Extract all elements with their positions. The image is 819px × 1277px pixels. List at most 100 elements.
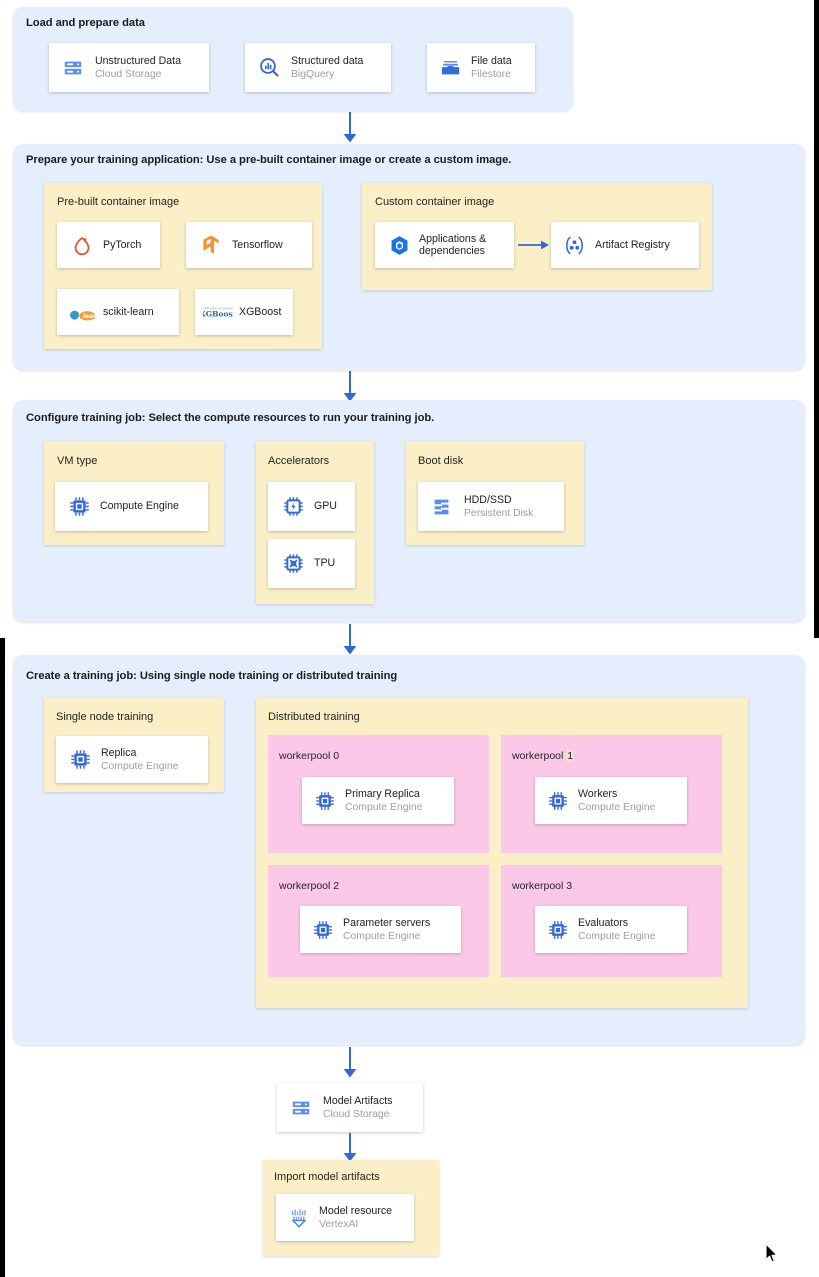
- card-title: Evaluators: [578, 916, 629, 929]
- page-edge-bar-right: [814, 0, 819, 638]
- card-title: scikit-learn: [103, 305, 154, 318]
- card-title: File data: [471, 54, 512, 67]
- stage-create-title: Create a training job: Using single node…: [26, 670, 398, 682]
- arrow-create-to-model-artifacts: [339, 1047, 361, 1084]
- card-structured-data[interactable]: Structured data BigQuery: [245, 43, 391, 92]
- card-file-data[interactable]: File data Filestore: [427, 43, 535, 92]
- bigquery-icon: [257, 56, 281, 80]
- pool-label-text: workerpool 3: [512, 880, 573, 892]
- card-title: Workers: [578, 787, 618, 800]
- card-subtitle: Compute Engine: [101, 760, 179, 772]
- tpu-chip-icon: [281, 552, 305, 576]
- card-subtitle: Filestore: [471, 68, 511, 80]
- arrow-load-to-prepare: [339, 112, 361, 149]
- card-xgboost[interactable]: eXtreme Gradient XGBoost XGBoost: [195, 289, 293, 335]
- persistent-disk-icon: [430, 495, 454, 519]
- card-primary-replica[interactable]: Primary Replica Compute Engine: [302, 777, 454, 824]
- group-single-node-title: Single node training: [56, 711, 154, 723]
- arrow-prepare-to-configure: [339, 371, 361, 408]
- cpu-chip-icon: [546, 918, 570, 942]
- stage-configure-title: Configure training job: Select the compu…: [26, 412, 435, 424]
- cpu-chip-icon: [313, 789, 337, 813]
- card-title: Parameter servers: [343, 916, 431, 929]
- card-applications-dependencies[interactable]: Applications & dependencies: [375, 222, 514, 268]
- stage-prepare-title: Prepare your training application: Use a…: [26, 154, 512, 166]
- card-title: XGBoost: [239, 305, 282, 318]
- group-boot-disk-title: Boot disk: [418, 455, 464, 467]
- card-artifact-registry[interactable]: Artifact Registry: [551, 222, 699, 268]
- pool-workerpool-1-label: workerpool 1: [512, 750, 575, 762]
- card-title: Compute Engine: [100, 500, 179, 512]
- card-title: Structured data: [291, 54, 364, 67]
- pool-workerpool-0-label: workerpool 0: [279, 750, 339, 762]
- card-subtitle: VertexAI: [319, 1218, 359, 1230]
- mouse-cursor: [765, 1243, 779, 1263]
- card-replica[interactable]: Replica Compute Engine: [56, 736, 208, 783]
- group-accelerators-title: Accelerators: [268, 455, 330, 467]
- arrow-model-artifacts-to-import: [339, 1133, 361, 1168]
- group-pre-built-title: Pre-built container image: [57, 196, 180, 208]
- cloud-storage-icon: [289, 1096, 313, 1120]
- arrow-apps-to-registry: [518, 238, 550, 257]
- group-distributed-title: Distributed training: [268, 711, 360, 723]
- cloud-storage-icon: [61, 56, 85, 80]
- card-tensorflow[interactable]: Tensorflow: [186, 222, 312, 268]
- pool-label-text: workerpool 0: [279, 750, 340, 762]
- card-title: Unstructured Data: [95, 54, 181, 67]
- card-model-artifacts[interactable]: Model Artifacts Cloud Storage: [277, 1083, 423, 1132]
- card-title: TPU: [314, 557, 336, 569]
- group-vm-type-title: VM type: [57, 455, 98, 467]
- card-subtitle: BigQuery: [291, 68, 335, 80]
- svg-text:eXtreme Gradient: eXtreme Gradient: [203, 306, 233, 310]
- svg-text:learn: learn: [83, 313, 95, 320]
- arrow-configure-to-create: [339, 624, 361, 661]
- cpu-chip-icon: [546, 789, 570, 813]
- card-title: Artifact Registry: [595, 238, 670, 251]
- svg-text:XGBoost: XGBoost: [203, 309, 233, 318]
- card-subtitle: Cloud Storage: [323, 1108, 390, 1120]
- scikit-learn-icon: learn: [69, 301, 95, 323]
- pool-workerpool-3-label: workerpool 3: [512, 880, 572, 892]
- card-subtitle: Cloud Storage: [95, 68, 162, 80]
- card-model-resource[interactable]: Model resource VertexAI: [276, 1194, 414, 1241]
- container-cube-icon: [387, 233, 411, 257]
- card-subtitle: Persistent Disk: [464, 507, 534, 519]
- pool-label-text: workerpool: [512, 750, 567, 762]
- group-custom-title: Custom container image: [375, 196, 495, 208]
- filestore-icon: [438, 56, 462, 80]
- page-edge-bar-left: [0, 638, 5, 1277]
- tensorflow-icon: [200, 234, 222, 256]
- card-compute-engine-vm[interactable]: Compute Engine: [55, 482, 208, 531]
- card-title: Primary Replica: [345, 787, 420, 800]
- card-hdd-ssd[interactable]: HDD/SSD Persistent Disk: [418, 482, 564, 531]
- cpu-chip-icon: [311, 918, 335, 942]
- pool-label-selected-index[interactable]: 1: [566, 750, 575, 762]
- card-workers[interactable]: Workers Compute Engine: [535, 777, 687, 824]
- pool-workerpool-2-label: workerpool 2: [279, 880, 339, 892]
- card-title: HDD/SSD: [464, 493, 512, 506]
- card-title: Model resource: [319, 1204, 393, 1217]
- card-title: Replica: [101, 746, 137, 759]
- xgboost-icon: eXtreme Gradient XGBoost: [203, 301, 233, 323]
- card-title: PyTorch: [103, 238, 142, 251]
- card-evaluators[interactable]: Evaluators Compute Engine: [535, 906, 687, 953]
- card-subtitle: Compute Engine: [345, 801, 423, 813]
- card-parameter-servers[interactable]: Parameter servers Compute Engine: [300, 906, 461, 953]
- vertexai-model-icon: [287, 1206, 311, 1230]
- card-title: Tensorflow: [232, 238, 283, 251]
- card-pytorch[interactable]: PyTorch: [57, 222, 160, 268]
- artifact-registry-icon: [562, 233, 586, 257]
- card-title: GPU: [314, 500, 337, 512]
- pytorch-icon: [71, 234, 93, 256]
- group-import-title: Import model artifacts: [274, 1171, 380, 1183]
- card-unstructured-data[interactable]: Unstructured Data Cloud Storage: [49, 43, 209, 92]
- card-gpu[interactable]: GPU: [268, 482, 355, 531]
- card-title: Applications & dependencies: [419, 232, 487, 258]
- card-tpu[interactable]: TPU: [268, 539, 355, 588]
- card-scikit-learn[interactable]: learn scikit-learn: [57, 289, 179, 335]
- pool-label-text: workerpool 2: [279, 880, 340, 892]
- cpu-chip-icon: [68, 748, 92, 772]
- stage-load-title: Load and prepare data: [26, 17, 145, 29]
- gpu-chip-icon: [281, 495, 305, 519]
